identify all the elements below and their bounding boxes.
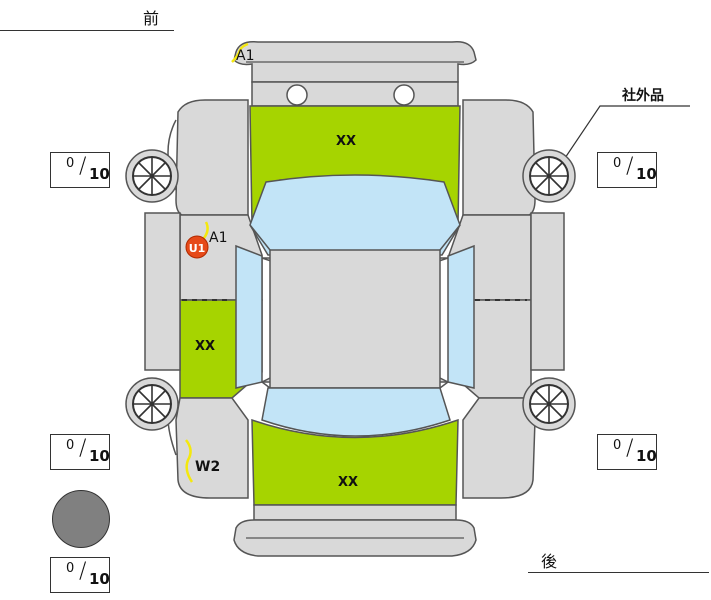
non-genuine-label: 社外品 <box>622 88 664 104</box>
front-rule <box>0 30 174 31</box>
wheel-icon <box>522 149 576 203</box>
score-box-front-left[interactable]: 0 / 10 <box>50 152 110 188</box>
right-headlight <box>393 84 415 106</box>
right-front-fender[interactable] <box>462 99 536 216</box>
rear-panel[interactable] <box>253 504 457 521</box>
left-sill[interactable] <box>144 212 181 371</box>
left-rear-quarter[interactable] <box>175 397 249 499</box>
score-box-rear-right[interactable]: 0 / 10 <box>597 434 657 470</box>
left-side-window[interactable] <box>235 244 263 389</box>
non-genuine-pointer <box>564 105 690 159</box>
score-box-front-right[interactable]: 0 / 10 <box>597 152 657 188</box>
right-sill[interactable] <box>530 212 565 371</box>
wheel-icon <box>125 377 179 431</box>
front-bumper-mark: A1 <box>236 48 254 64</box>
left-headlight <box>286 84 308 106</box>
front-label: 前 <box>143 9 160 28</box>
scratch-mark-icon <box>231 42 249 63</box>
front-panel[interactable] <box>251 81 459 107</box>
trunk-mark: XX <box>338 475 358 490</box>
score-box-rear-left[interactable]: 0 / 10 <box>50 434 110 470</box>
left-quarter-mark: W2 <box>195 459 220 475</box>
wheel-icon <box>522 377 576 431</box>
wheel-icon <box>125 149 179 203</box>
dent-circle-icon: U1 <box>185 235 209 259</box>
right-rear-quarter[interactable] <box>462 397 536 499</box>
right-side-window[interactable] <box>447 244 475 389</box>
rear-window[interactable] <box>261 387 451 437</box>
windshield[interactable] <box>249 174 461 256</box>
score-box-indicator[interactable]: 0 / 10 <box>50 557 110 593</box>
rear-label: 後 <box>541 552 558 571</box>
scratch-mark-icon <box>184 439 194 483</box>
left-front-fender[interactable] <box>175 99 249 216</box>
trunk[interactable] <box>251 418 459 506</box>
pillar-lines <box>249 224 461 389</box>
left-fender-circle-text: U1 <box>189 242 206 255</box>
left-rear-door-mark: XX <box>195 339 215 354</box>
roof-panel[interactable] <box>269 249 441 389</box>
rear-rule <box>528 572 709 573</box>
hood-mark: XX <box>336 134 356 149</box>
indicator-circle-icon <box>52 490 110 548</box>
left-fender-mark: A1 <box>209 230 227 246</box>
